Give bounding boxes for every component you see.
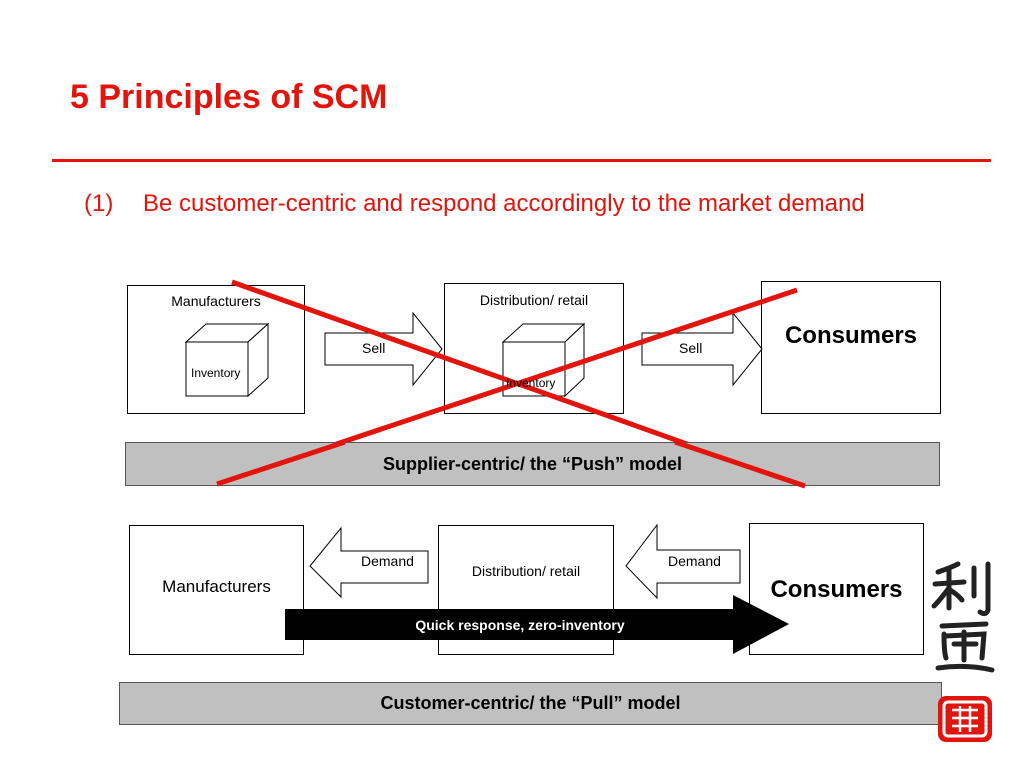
pull-manufacturers-box: Manufacturers [129, 525, 304, 655]
sell-label-2: Sell [679, 340, 703, 356]
distribution-inventory-label: Inventory [506, 376, 556, 390]
sell-arrow-2-icon [641, 311, 763, 387]
push-manufacturers-label: Manufacturers [171, 293, 261, 309]
push-consumers-box: Consumers [761, 281, 941, 414]
push-distribution-label: Distribution/ retail [479, 292, 589, 308]
bullet-text: Be customer-centric and respond accordin… [143, 190, 865, 217]
push-model-banner: Supplier-centric/ the “Push” model [125, 442, 940, 486]
demand-label-1: Demand [361, 553, 414, 569]
title-divider [52, 159, 991, 162]
pull-manufacturers-label: Manufacturers [162, 577, 271, 596]
manufacturers-inventory-label: Inventory [191, 366, 241, 380]
demand-label-2: Demand [668, 553, 721, 569]
pull-consumers-label: Consumers [770, 576, 903, 603]
sell-label-1: Sell [362, 340, 386, 356]
pull-distribution-label: Distribution/ retail [471, 563, 581, 579]
demand-arrow-2-icon [625, 523, 741, 600]
bullet-number: (1) [84, 190, 114, 217]
red-seal-icon [938, 696, 992, 742]
quick-response-arrow-icon [285, 595, 789, 654]
push-consumers-label: Consumers [784, 322, 918, 349]
pull-consumers-box: Consumers [749, 523, 924, 655]
quick-response-label: Quick response, zero-inventory [415, 617, 625, 633]
manufacturers-inventory-cube-icon [184, 322, 270, 398]
demand-arrow-1-icon [309, 526, 429, 599]
slide-title: 5 Principles of SCM [70, 78, 388, 116]
pull-model-banner: Customer-centric/ the “Pull” model [119, 682, 942, 725]
calligraphy-logo-icon [931, 561, 995, 742]
sell-arrow-1-icon [324, 311, 443, 387]
